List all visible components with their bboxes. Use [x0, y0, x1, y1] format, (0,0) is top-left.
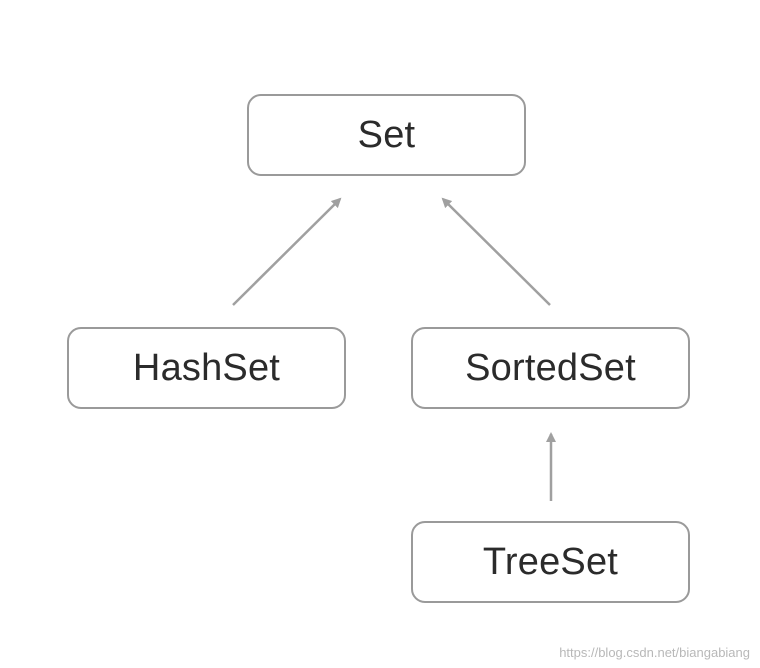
node-set-label: Set: [357, 113, 416, 156]
node-set: Set: [247, 94, 526, 176]
node-hashset: HashSet: [67, 327, 346, 409]
watermark-text: https://blog.csdn.net/biangabiang: [559, 645, 750, 660]
node-treeset: TreeSet: [411, 521, 690, 603]
node-hashset-label: HashSet: [132, 346, 281, 389]
node-sortedset-label: SortedSet: [465, 346, 636, 389]
node-treeset-label: TreeSet: [482, 540, 619, 583]
node-sortedset: SortedSet: [411, 327, 690, 409]
edge-sortedset-to-set: [441, 197, 551, 306]
edge-hashset-to-set: [232, 197, 342, 306]
